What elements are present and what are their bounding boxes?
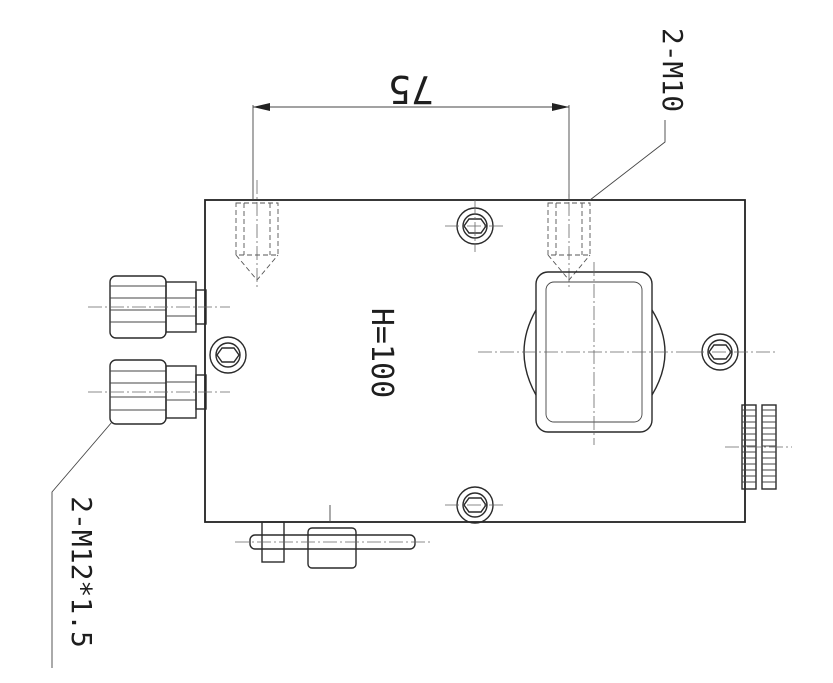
leader-m10: 2-M10 xyxy=(589,28,689,201)
cable-gland-lower xyxy=(88,359,230,425)
leader-m12: 2-M12*1.5 xyxy=(51,421,113,668)
bolt-head-right xyxy=(690,333,775,371)
thread-top-label: 2-M10 xyxy=(656,28,689,112)
dimension-75-label: 75 xyxy=(388,67,434,111)
thread-ports-label: 2-M12*1.5 xyxy=(65,496,98,648)
tapped-hole-left xyxy=(235,180,279,290)
height-label: H=100 xyxy=(364,308,399,398)
knurled-knob xyxy=(725,404,792,490)
bolt-head-bottom xyxy=(445,486,505,524)
bottom-fitting xyxy=(235,505,430,569)
central-housing xyxy=(478,262,690,445)
cable-gland-upper xyxy=(88,275,230,339)
dimension-75: 75 xyxy=(252,67,570,200)
bolt-head-top xyxy=(445,200,505,252)
bolt-head-left xyxy=(209,336,247,374)
